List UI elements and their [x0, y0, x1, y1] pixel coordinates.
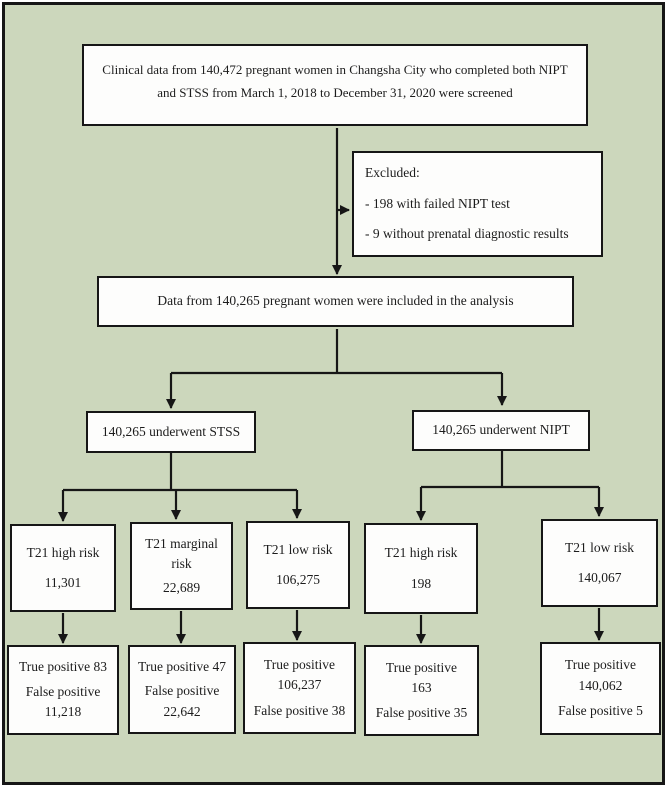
nipt-arm-box: 140,265 underwent NIPT — [412, 410, 590, 451]
stss-low-risk-box: T21 low risk 106,275 — [246, 521, 350, 609]
stss-high-result-box: True positive 83 False positive 11,218 — [7, 645, 119, 735]
included-population-box: Data from 140,265 pregnant women were in… — [97, 276, 574, 327]
stss-low-result-box: True positive 106,237 False positive 38 — [243, 642, 356, 734]
nipt-high-risk-box: T21 high risk 198 — [364, 523, 478, 614]
excluded-box: Excluded: - 198 with failed NIPT test - … — [352, 151, 603, 257]
stss-high-risk-box: T21 high risk 11,301 — [10, 524, 116, 612]
nipt-high-result-box: True positive 163 False positive 35 — [364, 645, 479, 736]
stss-arm-box: 140,265 underwent STSS — [86, 411, 256, 453]
stss-marginal-risk-box: T21 marginal risk 22,689 — [130, 522, 233, 610]
nipt-low-result-box: True positive 140,062 False positive 5 — [540, 642, 661, 735]
nipt-low-risk-box: T21 low risk 140,067 — [541, 519, 658, 607]
screened-population-box: Clinical data from 140,472 pregnant wome… — [82, 44, 588, 126]
stss-marginal-result-box: True positive 47 False positive 22,642 — [128, 645, 236, 734]
